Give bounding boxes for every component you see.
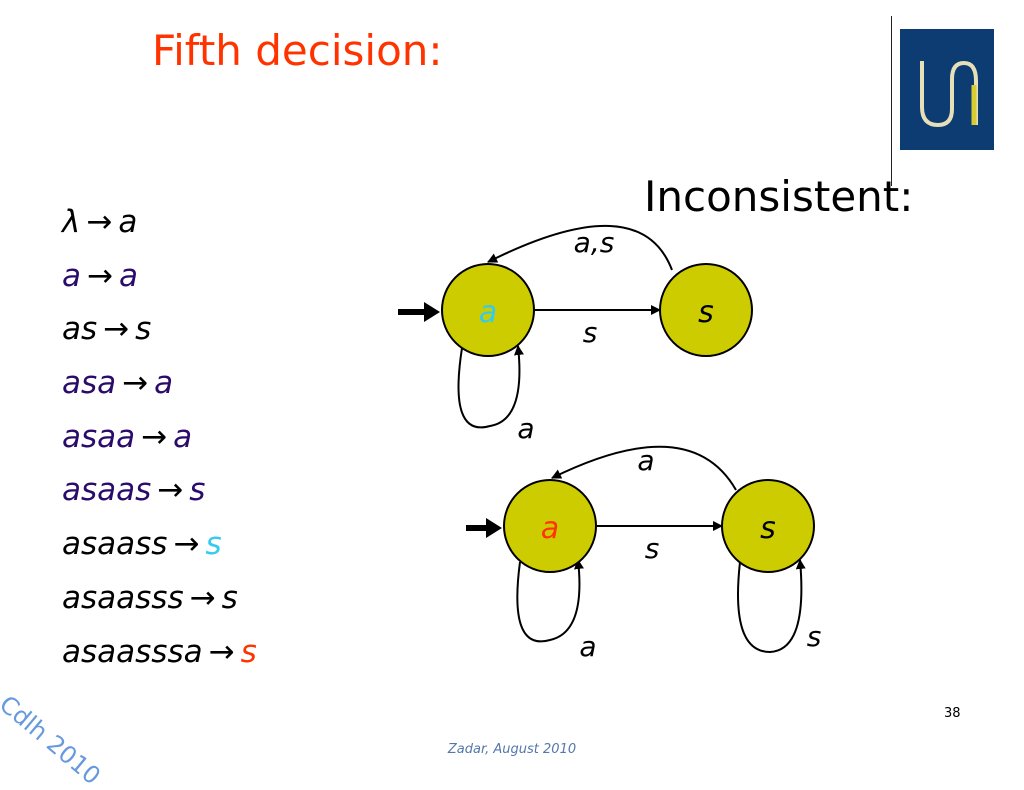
- footer-text: Zadar, August 2010: [447, 742, 577, 757]
- rule-rhs: a: [118, 257, 138, 294]
- rule-lhs: asaass: [62, 526, 168, 563]
- arrow-icon: →: [173, 526, 200, 563]
- rule-lhs: asa: [62, 365, 117, 402]
- rule-lhs: λ: [62, 204, 81, 240]
- arrow-icon: →: [141, 418, 168, 455]
- logo-icon: [920, 60, 978, 128]
- slide-title: Fifth decision:: [152, 26, 443, 75]
- rule-item: asa→a: [62, 361, 257, 415]
- rule-lhs: asaasssa: [62, 633, 203, 670]
- automaton-1: a s s a,s a: [398, 225, 753, 445]
- edge-s-to-a-1: [487, 225, 673, 271]
- arrow-icon: →: [208, 633, 235, 670]
- loop-s-2: [737, 559, 806, 654]
- state-s-2: [721, 479, 815, 573]
- rule-rhs: s: [240, 633, 257, 670]
- rule-rhs: a: [154, 365, 174, 402]
- rule-item: asaass→s: [62, 522, 257, 576]
- automaton-2: a s s a a s: [466, 444, 821, 663]
- arrow-icon: →: [87, 257, 113, 294]
- state-a-2-label: a: [541, 511, 559, 546]
- rule-lhs: a: [62, 257, 81, 294]
- state-a-1-label: a: [479, 295, 497, 330]
- arrow-icon: →: [86, 204, 113, 240]
- loop-a-1-label: a: [517, 412, 534, 445]
- edge-s-to-a-1-label: a,s: [574, 226, 615, 259]
- rule-item: a→a: [62, 254, 257, 308]
- rule-item: asaasssa→s: [62, 630, 257, 684]
- state-s-1: [659, 263, 753, 357]
- state-a-1: [441, 263, 535, 357]
- edge-a-to-s-2-label: s: [645, 532, 660, 565]
- rule-rhs: s: [221, 579, 238, 616]
- loop-a-2-label: a: [579, 630, 596, 663]
- arrow-icon: →: [122, 365, 149, 402]
- inconsistent-heading: Inconsistent:: [644, 172, 914, 221]
- divider-line: [891, 16, 892, 186]
- loop-a-1: [457, 345, 524, 429]
- rule-rhs: a: [173, 418, 193, 455]
- rule-rhs: a: [118, 204, 138, 240]
- rule-rhs: s: [189, 472, 206, 509]
- rule-item: asaasss→s: [62, 576, 257, 630]
- loop-a-2: [516, 559, 584, 643]
- rule-lhs: asaa: [62, 418, 136, 455]
- arrow-icon: →: [157, 472, 184, 509]
- start-arrow-1: [398, 302, 440, 322]
- rule-item: asaas→s: [62, 468, 257, 522]
- arrow-icon: →: [103, 311, 130, 348]
- rule-item: as→s: [62, 307, 257, 361]
- slide-number: 38: [944, 706, 961, 721]
- edge-a-to-s-1-label: s: [583, 316, 598, 349]
- rule-rhs: s: [205, 526, 222, 563]
- loop-s-2-label: s: [807, 620, 822, 653]
- rule-lhs: as: [62, 311, 98, 348]
- rule-lhs: asaasss: [62, 579, 184, 616]
- state-s-1-label: s: [698, 295, 714, 330]
- arrow-icon: →: [189, 579, 216, 616]
- state-a-2: [503, 479, 597, 573]
- edge-s-to-a-2: [551, 445, 737, 491]
- rule-item: λ→a: [62, 200, 257, 254]
- start-arrow-2: [466, 518, 502, 538]
- university-logo: [900, 29, 994, 150]
- edge-s-to-a-2-label: a: [637, 444, 654, 477]
- rule-rhs: s: [135, 311, 152, 348]
- state-s-2-label: s: [760, 511, 776, 546]
- rule-lhs: asaas: [62, 472, 152, 509]
- automata-diagram: a s s a,s a a s s a a s: [398, 225, 821, 663]
- rule-item: asaa→a: [62, 415, 257, 469]
